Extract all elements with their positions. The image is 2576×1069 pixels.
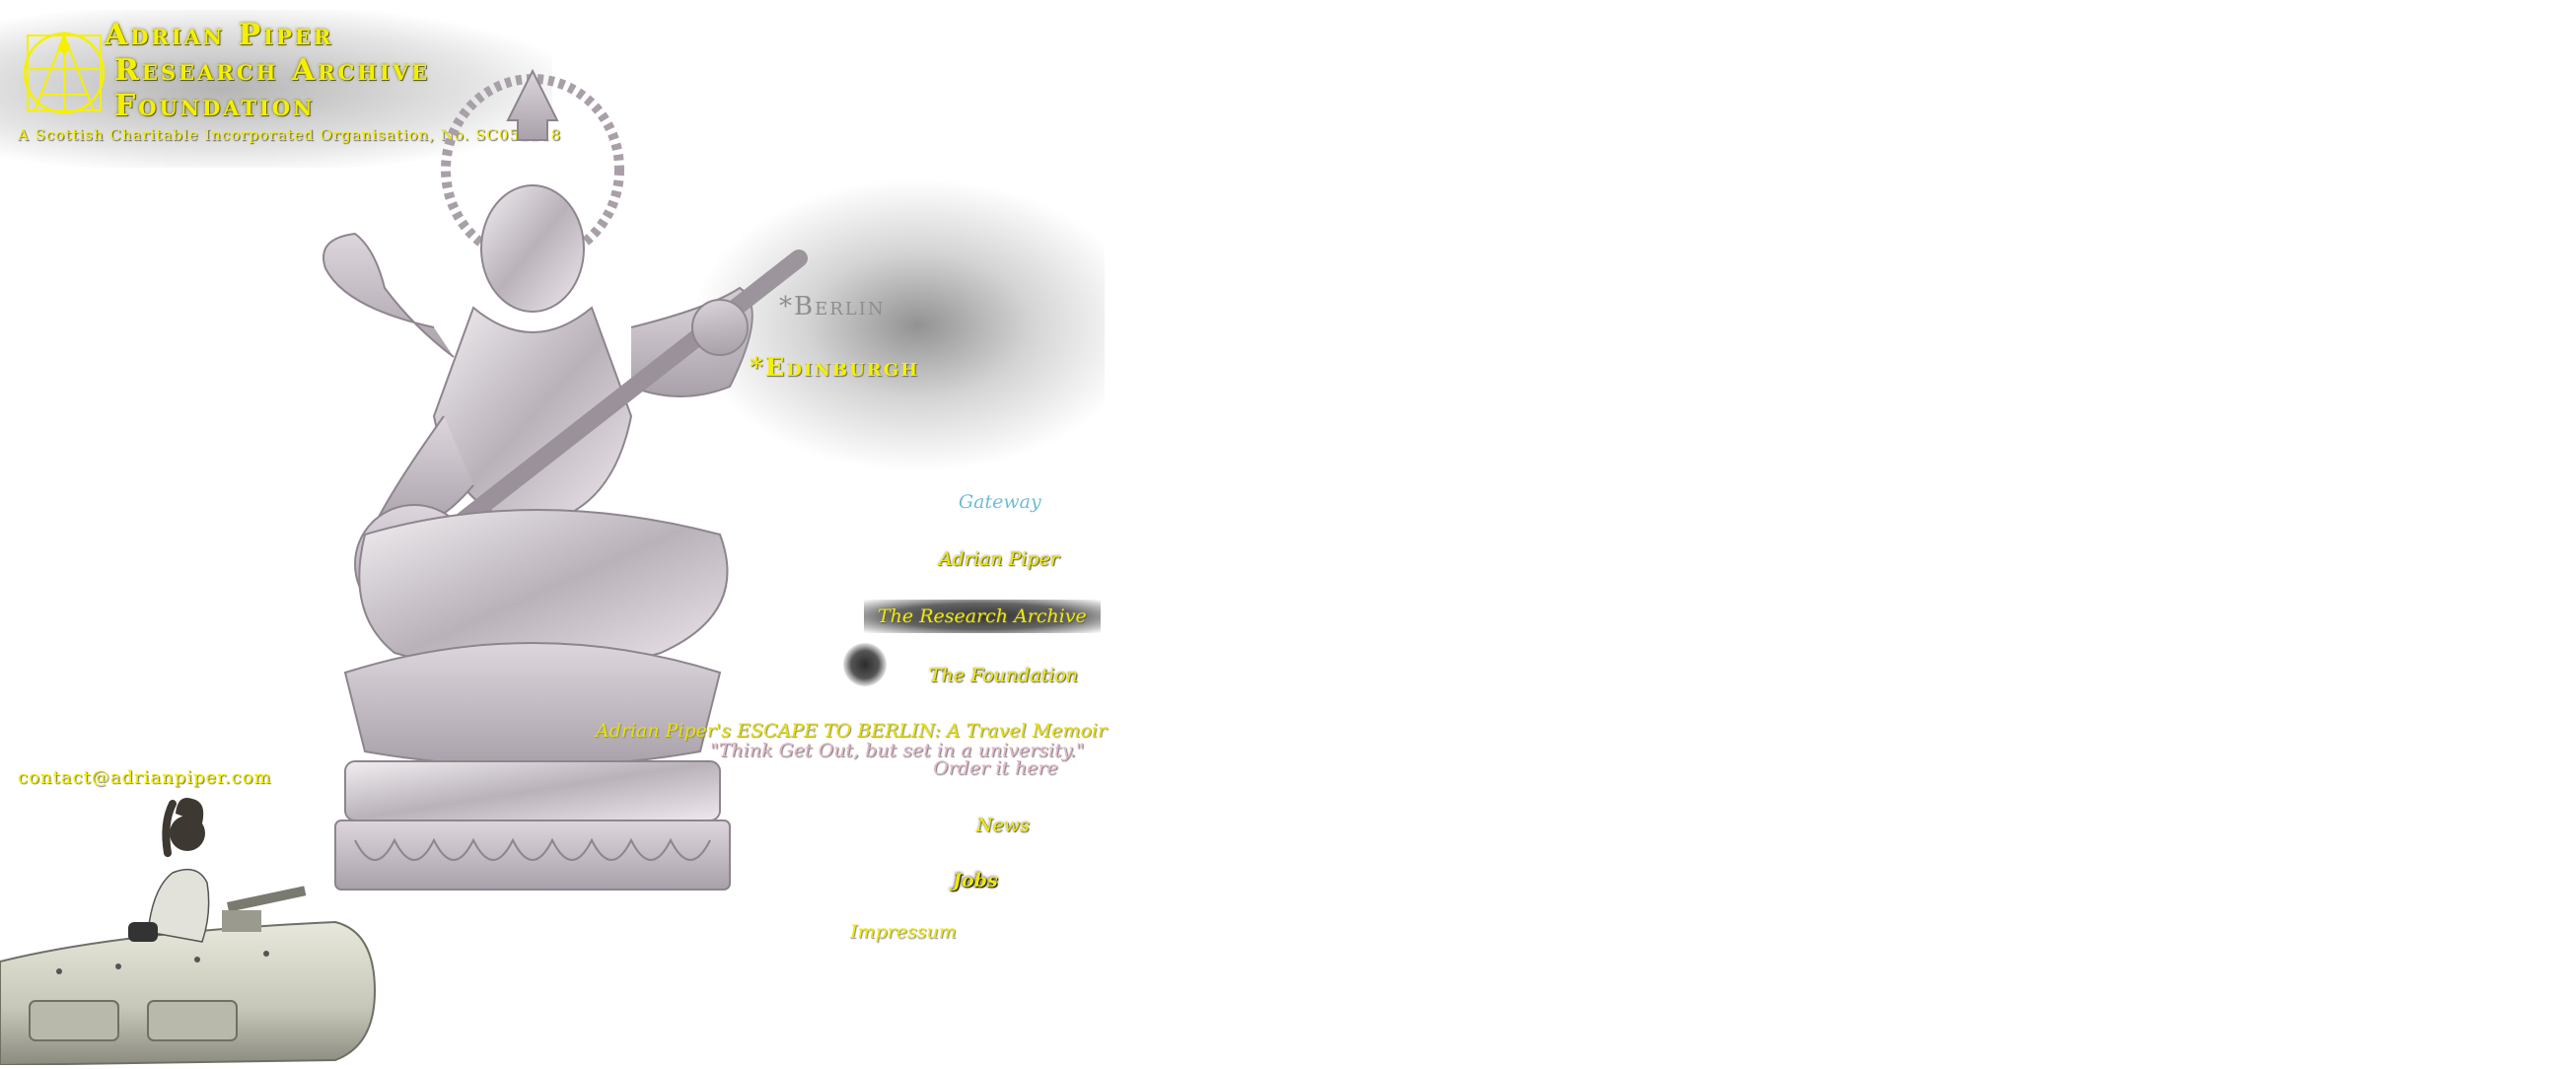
charity-registration: A Scottish Charitable Incorporated Organ… (18, 126, 562, 144)
contact-email-link[interactable]: contact@adrianpiper.com (18, 767, 272, 788)
bullet-dot-icon (843, 643, 887, 686)
nav-gateway-link[interactable]: Gateway (959, 491, 1041, 513)
org-name-line3[interactable]: Foundation (114, 89, 316, 123)
nav-news-link[interactable]: News (976, 815, 1030, 836)
nav-foundation-link[interactable]: The Foundation (929, 665, 1079, 686)
saraswati-statue-image (306, 61, 819, 933)
nav-adrian-piper-link[interactable]: Adrian Piper (939, 548, 1059, 570)
map-shadow (690, 178, 1105, 473)
city-berlin[interactable]: *Berlin (779, 292, 886, 321)
vitruvian-logo-icon[interactable] (20, 26, 108, 120)
book-quote: "Think Get Out, but set in a university.… (710, 740, 1085, 761)
child-on-tank-photo (0, 794, 394, 1069)
order-book-link[interactable]: Order it here (933, 757, 1058, 779)
nav-jobs-link[interactable]: Jobs (953, 870, 998, 891)
org-name-line2[interactable]: Research Archive (114, 53, 431, 88)
org-name-line1[interactable]: Adrian Piper (105, 18, 334, 52)
nav-research-archive-link[interactable]: The Research Archive (864, 600, 1101, 633)
city-edinburgh[interactable]: *Edinburgh (750, 353, 920, 383)
book-title-link[interactable]: Adrian Piper's ESCAPE TO BERLIN: A Trave… (596, 720, 1108, 742)
nav-impressum-link[interactable]: Impressum (850, 921, 957, 943)
